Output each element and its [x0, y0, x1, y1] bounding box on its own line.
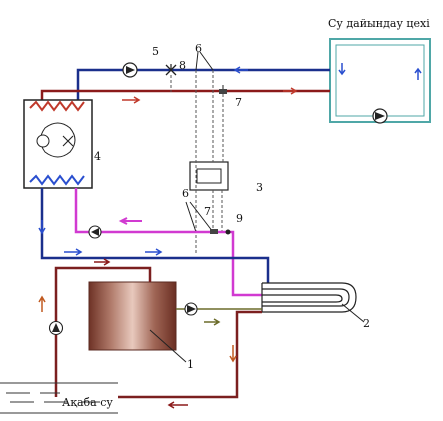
sensor-6-bottom-leader	[185, 201, 214, 233]
magenta-pipe	[74, 188, 262, 297]
number-6-bottom: 6	[182, 187, 189, 200]
valve-7-top-icon	[219, 85, 227, 94]
arrow-brown-down-icon	[229, 345, 237, 363]
waste-water-label: Ақаба су	[62, 396, 113, 409]
arrow-top-red-icon	[122, 96, 141, 104]
arrow-brown-up-icon	[38, 295, 46, 312]
brown-pump-icon	[48, 320, 64, 336]
tank-leader	[149, 329, 187, 363]
number-8: 8	[179, 59, 186, 72]
heat-pump-unit	[23, 99, 93, 189]
number-7-top: 7	[235, 96, 242, 109]
workshop-label: Су дайындау цехі	[328, 17, 430, 30]
valve-7-bottom-icon	[210, 229, 218, 234]
top-blue-pipe	[76, 68, 330, 100]
number-1: 1	[187, 358, 194, 371]
arrow-magenta-icon	[118, 217, 142, 225]
number-7-bottom: 7	[204, 205, 211, 218]
brown-pipe-return	[118, 310, 262, 399]
pump-5-icon	[122, 62, 138, 78]
arrow-brown-right-icon	[94, 258, 111, 266]
tank-1	[88, 281, 177, 351]
arrow-blue-right2-icon	[145, 248, 163, 256]
magenta-pump-icon	[88, 225, 102, 239]
tank-pump-icon	[184, 302, 198, 316]
number-9: 9	[236, 212, 243, 225]
arrow-blue-down-icon	[38, 220, 46, 235]
valve-9-icon	[225, 229, 231, 235]
workshop-arrow-down-icon	[338, 63, 346, 76]
exchanger-leader	[341, 303, 365, 323]
signal-lines	[170, 70, 224, 255]
number-2: 2	[363, 317, 370, 330]
number-3: 3	[256, 181, 263, 194]
heat-exchanger-icon	[261, 282, 357, 313]
number-5: 5	[152, 45, 159, 58]
number-6-top: 6	[195, 42, 202, 55]
arrow-top-red2-icon	[283, 87, 298, 95]
arrow-olive-icon	[204, 318, 221, 326]
workshop-pump-icon	[372, 108, 388, 124]
arrow-blue-right1-icon	[64, 248, 83, 256]
waste-water-pool	[0, 382, 118, 414]
workshop-arrow-up-icon	[414, 67, 422, 80]
arrow-top-blue-icon	[233, 66, 248, 74]
arrow-brown-left-icon	[167, 401, 188, 409]
valve-8-icon	[165, 64, 177, 76]
top-red-pipe	[40, 89, 330, 100]
sensor-6-top-leader	[195, 51, 214, 71]
number-4: 4	[94, 150, 101, 163]
